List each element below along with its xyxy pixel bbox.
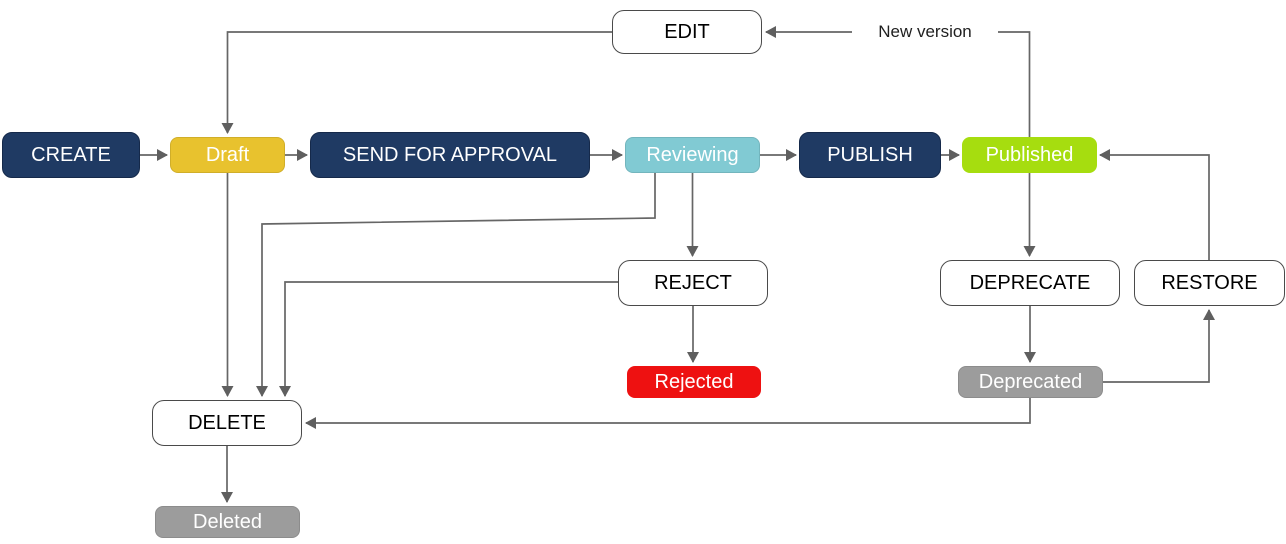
edge-published-to-edit — [765, 26, 1031, 137]
node-published: Published — [962, 137, 1097, 173]
edge-deprecated-to-restore — [1103, 309, 1215, 383]
edge-reviewing-to-delete — [256, 173, 656, 397]
node-published-label: Published — [985, 143, 1074, 166]
node-deprecate: DEPRECATE — [940, 260, 1120, 306]
node-edit: EDIT — [612, 10, 762, 54]
node-create: CREATE — [2, 132, 140, 178]
node-restore: RESTORE — [1134, 260, 1285, 306]
node-publish-label: PUBLISH — [827, 143, 913, 166]
node-reject: REJECT — [618, 260, 768, 306]
edge-deprecated-to-delete — [305, 398, 1031, 429]
node-restore-label: RESTORE — [1161, 271, 1258, 294]
node-send-for-approval: SEND FOR APPROVAL — [310, 132, 590, 178]
node-rejected-label: Rejected — [654, 370, 734, 393]
node-deprecated: Deprecated — [958, 366, 1103, 398]
edge-edit-to-draft — [221, 31, 612, 134]
edge-label-new-version: New version — [852, 19, 998, 45]
edge-reject-to-delete — [279, 281, 618, 397]
node-delete: DELETE — [152, 400, 302, 446]
node-reject-label: REJECT — [654, 271, 732, 294]
node-rejected: Rejected — [627, 366, 761, 398]
node-edit-label: EDIT — [664, 20, 710, 43]
edge-restore-to-published — [1099, 149, 1210, 260]
node-publish: PUBLISH — [799, 132, 941, 178]
node-reviewing: Reviewing — [625, 137, 760, 173]
node-deleted-label: Deleted — [193, 510, 262, 533]
node-send-for-approval-label: SEND FOR APPROVAL — [342, 143, 558, 166]
node-reviewing-label: Reviewing — [646, 143, 739, 166]
node-create-label: CREATE — [31, 143, 111, 166]
node-draft: Draft — [170, 137, 285, 173]
node-delete-label: DELETE — [188, 411, 266, 434]
node-deprecated-label: Deprecated — [978, 370, 1083, 393]
node-deprecate-label: DEPRECATE — [969, 271, 1091, 294]
node-deleted: Deleted — [155, 506, 300, 538]
node-draft-label: Draft — [205, 143, 250, 166]
